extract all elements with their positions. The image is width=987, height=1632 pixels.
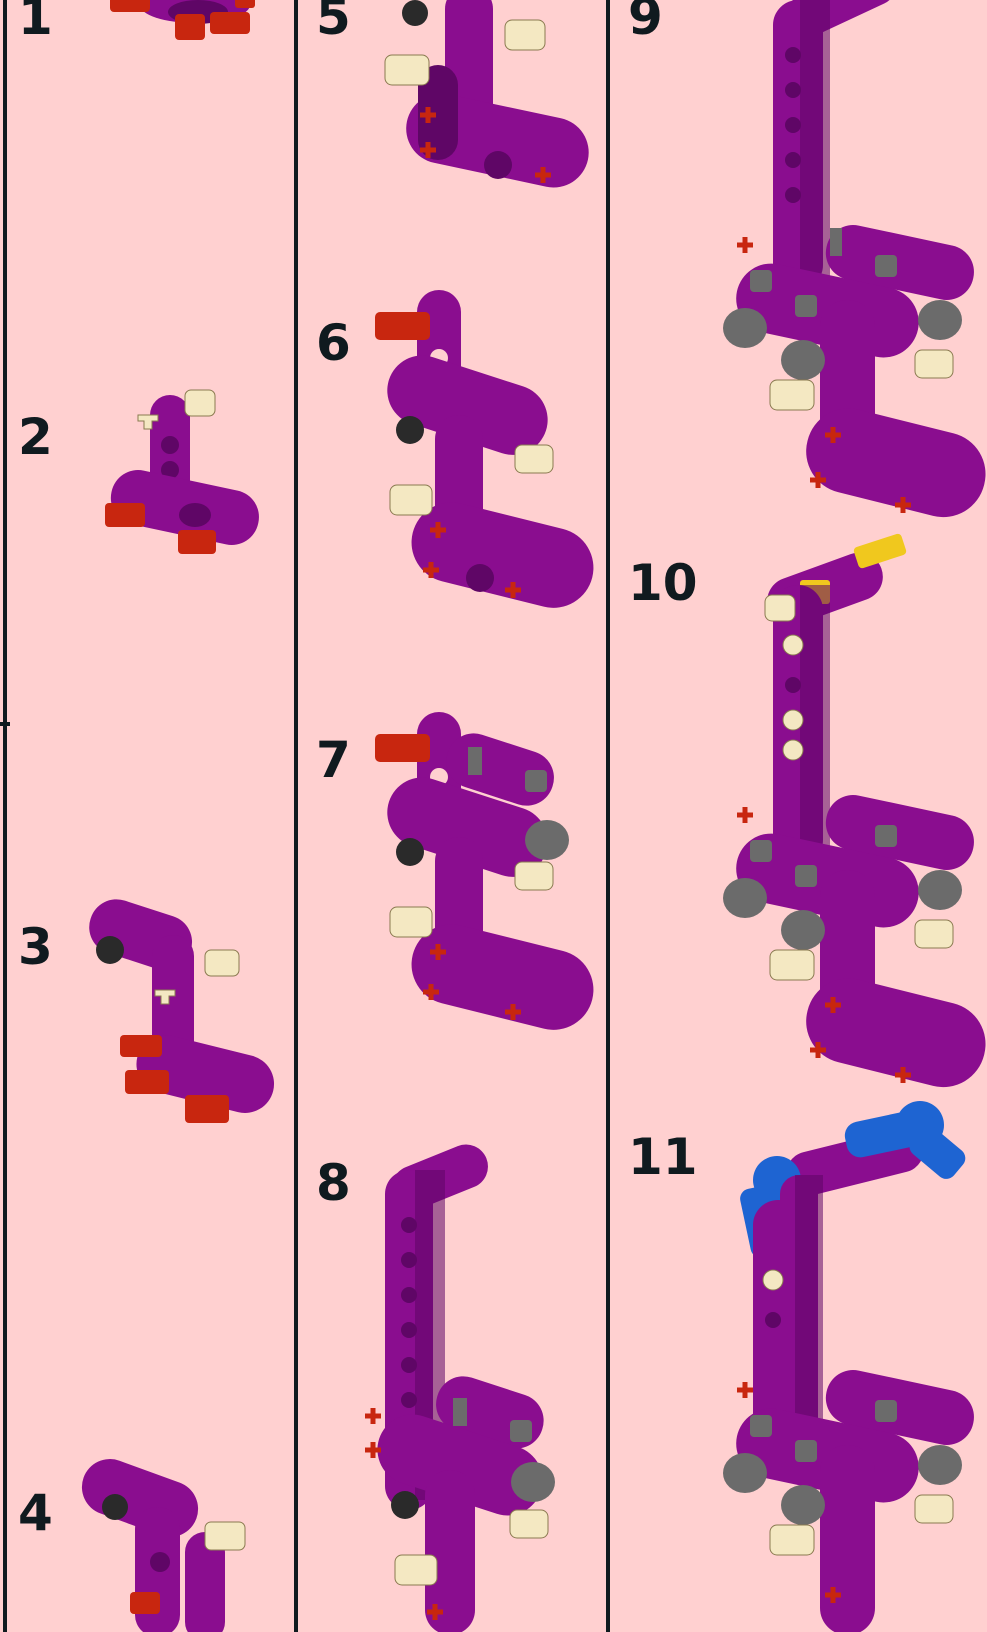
step-number-6: 6 (316, 318, 351, 368)
step-number-10: 10 (628, 558, 698, 608)
step-3-model (80, 895, 280, 1135)
step-number-7: 7 (316, 735, 351, 785)
step-number-4: 4 (18, 1488, 53, 1538)
step-number-3: 3 (18, 922, 53, 972)
column-divider-left-edge (3, 0, 7, 1632)
step-7-model (375, 712, 605, 1047)
step-6-model (375, 290, 605, 625)
column-divider-1 (294, 0, 298, 1632)
step-1-model (100, 0, 270, 55)
step-number-11: 11 (628, 1132, 698, 1182)
edge-tick-mark (0, 722, 10, 726)
step-number-2: 2 (18, 412, 53, 462)
step-5-model (380, 0, 600, 205)
step-8-model (365, 1130, 605, 1632)
step-number-5: 5 (316, 0, 351, 42)
step-10-model (725, 535, 987, 1100)
step-number-1: 1 (18, 0, 53, 42)
step-number-8: 8 (316, 1158, 351, 1208)
step-4-model (75, 1462, 275, 1632)
step-9-model (725, 0, 987, 525)
step-11-model (725, 1105, 987, 1632)
column-divider-2 (606, 0, 610, 1632)
step-2-model (100, 385, 270, 565)
step-number-9: 9 (628, 0, 663, 42)
